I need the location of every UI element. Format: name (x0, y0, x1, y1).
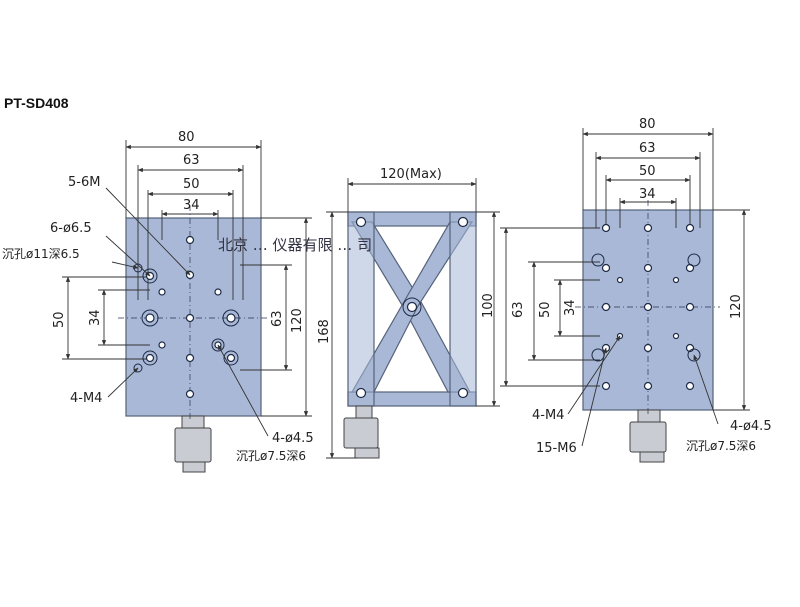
left-callout-6-d6-5: 6-ø6.5 (50, 221, 92, 236)
hole (145, 353, 155, 363)
hole (226, 313, 236, 323)
hole (643, 343, 653, 353)
right-knob (629, 421, 667, 453)
pivot (355, 387, 367, 399)
hole (643, 263, 653, 273)
right-knob-tip (639, 451, 665, 463)
left-dim-63: 63 (183, 153, 200, 168)
side-post-right (449, 211, 477, 407)
right-view: 80 63 50 34 120 63 50 34 (500, 117, 772, 463)
hole (145, 313, 155, 323)
left-callout-4-m4: 4-M4 (70, 391, 102, 406)
left-callout-cb7-5: 沉孔ø7.5深6 (236, 449, 306, 463)
left-knob-tip (182, 461, 206, 473)
right-callout-4-d4-5: 4-ø4.5 (730, 419, 772, 434)
counterbore (211, 338, 225, 352)
hole (158, 341, 166, 349)
left-callout-cb11: 沉孔ø11深6.5 (2, 247, 80, 261)
right-dim-34: 34 (639, 187, 656, 202)
product-title: PT-SD408 (4, 95, 69, 111)
hole (185, 389, 195, 399)
hole (616, 276, 624, 284)
right-dim-63v: 63 (511, 301, 526, 318)
counterbore (142, 268, 158, 284)
hole (643, 302, 653, 312)
hole (185, 313, 195, 323)
hole (685, 381, 695, 391)
left-dim-50: 50 (183, 177, 200, 192)
hole (685, 223, 695, 233)
side-dim-width: 120(Max) (380, 167, 442, 182)
hole (601, 263, 611, 273)
side-knob-tip (354, 447, 380, 459)
counterbore (222, 309, 240, 327)
right-dim-50: 50 (639, 164, 656, 179)
left-dim-63v: 63 (270, 310, 285, 327)
left-view: 80 63 50 34 120 63 50 34 (2, 130, 314, 473)
pivot (355, 216, 367, 228)
watermark: 北京 … 仪器有限 … 司 (218, 236, 372, 254)
left-callout-4-d4-5: 4-ø4.5 (272, 431, 314, 446)
hole (226, 353, 236, 363)
left-callout-5-6m: 5-6M (68, 175, 100, 190)
counterbore (687, 253, 701, 267)
hole (214, 288, 222, 296)
hole (185, 235, 195, 245)
right-callout-15-m6: 15-M6 (536, 441, 577, 456)
hole (685, 302, 695, 312)
left-knob (174, 427, 212, 463)
hole (158, 288, 166, 296)
hole (643, 223, 653, 233)
right-dim-80: 80 (639, 117, 656, 132)
hole (185, 353, 195, 363)
counterbore (687, 348, 701, 362)
side-knob (343, 417, 379, 449)
hole (672, 276, 680, 284)
side-dim-100: 100 (481, 293, 496, 318)
hole (601, 302, 611, 312)
right-callout-4-m4: 4-M4 (532, 408, 564, 423)
left-dim-34v: 34 (88, 309, 103, 326)
counterbore (141, 309, 159, 327)
right-dim-120: 120 (729, 294, 744, 319)
hole (601, 381, 611, 391)
pivot (457, 216, 469, 228)
left-dim-80: 80 (178, 130, 195, 145)
center-pivot-hole (406, 301, 418, 313)
side-dim-168: 168 (317, 319, 332, 344)
counterbore (591, 253, 605, 267)
hole (601, 223, 611, 233)
left-dim-50v: 50 (52, 311, 67, 328)
hole (643, 381, 653, 391)
right-dim-63: 63 (639, 141, 656, 156)
right-callout-cb7-5: 沉孔ø7.5深6 (686, 439, 756, 453)
side-view: 120(Max) 168 100 (317, 167, 500, 459)
center-pivot (402, 297, 422, 317)
left-dim-120: 120 (290, 308, 305, 333)
counterbore (142, 350, 158, 366)
right-dim-50v: 50 (538, 301, 553, 318)
counterbore (223, 350, 239, 366)
pivot (457, 387, 469, 399)
hole (672, 332, 680, 340)
side-knob-neck (355, 405, 373, 419)
left-dim-34: 34 (183, 198, 200, 213)
right-dim-34v: 34 (563, 299, 578, 316)
